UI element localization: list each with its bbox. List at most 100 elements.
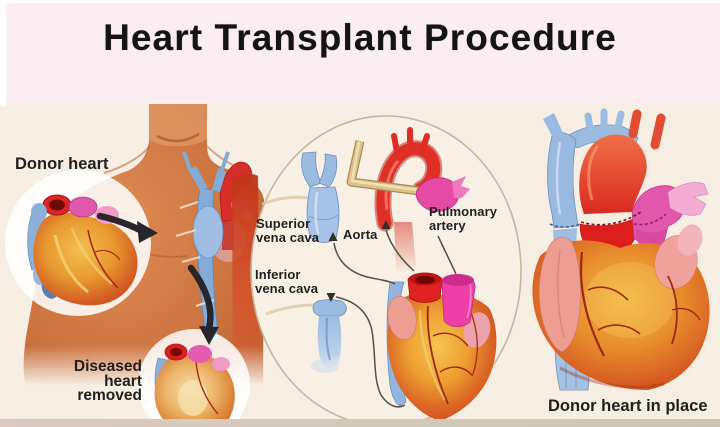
connector-aorta: [385, 229, 415, 272]
anchor-arrow-aorta: [381, 220, 391, 229]
svc-right-arm: [318, 153, 338, 188]
vein-stub: [584, 112, 594, 132]
arrow-chest-to-removed-head: [199, 326, 219, 345]
heart-pa-rim: [442, 274, 474, 286]
chest-vein-twig: [220, 151, 230, 171]
diseased-pulmonary-trunk: [188, 345, 212, 363]
diseased-pale-patch: [178, 380, 208, 416]
right-appendage-upper: [677, 224, 703, 256]
aorta-highlight: [587, 145, 600, 201]
svc-left-stub: [543, 113, 563, 136]
donor-pulmonary-trunk: [68, 196, 98, 218]
left-appendage-right: [538, 237, 581, 353]
fat-streak: [418, 309, 447, 401]
suture-line-aorta: [580, 211, 642, 226]
pa-below-suture: [636, 228, 668, 248]
left-edge-strip: [0, 0, 6, 106]
ivc-shade: [325, 317, 331, 361]
chest-vein-twig: [182, 151, 192, 171]
aorta-stub: [650, 113, 666, 150]
diseased-heart-figure: [138, 329, 250, 427]
pa-trunk: [415, 177, 460, 212]
heart-aorta-opening: [415, 276, 435, 284]
donor-heart-figure: [5, 170, 151, 316]
diseased-pulmonary-branch: [212, 357, 230, 371]
label-inferior-vena-cava: Inferior vena cava: [255, 267, 319, 296]
cannula-highlight: [350, 141, 419, 192]
neck-highlight: [149, 104, 207, 147]
chest-atrium-bulge: [192, 205, 224, 259]
title-banner: [0, 0, 720, 104]
arrow-chest-to-removed: [187, 264, 214, 332]
coronary-lad: [426, 305, 449, 405]
heart-pa-highlight: [466, 283, 472, 319]
connector-ivc: [335, 296, 406, 408]
open-chest-red-band: [232, 174, 260, 393]
connector-pa: [437, 235, 457, 275]
donor-vein-top: [31, 203, 47, 221]
aorta-descending-fade: [394, 222, 416, 274]
anchor-arrow-svc: [328, 232, 338, 241]
inferior-vena-cava-vessel: [311, 298, 347, 373]
pa-branch-tips: [452, 176, 470, 198]
top-edge-strip: [0, 0, 720, 3]
svc-highlight: [555, 141, 562, 215]
fat-streak: [70, 227, 113, 285]
coronary-artery: [87, 229, 119, 289]
aorta-stub: [628, 109, 642, 139]
label-superior-vena-cava: Superior vena cava: [256, 216, 320, 245]
connector-svc: [333, 242, 396, 285]
coronary-lad-right: [579, 251, 605, 357]
donor-aorta-opening: [49, 199, 65, 211]
procedure-arrows: [96, 212, 219, 345]
ivc-cap: [312, 298, 347, 317]
label-donor-heart-in-place: Donor heart in place: [548, 397, 708, 415]
aorta-body-right: [579, 134, 647, 214]
ivc-trunk: [317, 316, 342, 368]
anchor-arrow-ivc: [326, 293, 336, 302]
bottom-edge-band: [0, 419, 720, 427]
svc-highlight: [314, 191, 320, 235]
superior-vena-cava-vessel: [301, 151, 340, 243]
label-connectors: [333, 229, 457, 408]
donor-heart-detail: [386, 272, 497, 421]
coronary-branch: [432, 332, 469, 347]
collarbone-left: [103, 145, 151, 174]
label-anchor-arrows: [326, 220, 391, 302]
coronary-branch: [671, 307, 701, 321]
heart-body-highlight: [585, 262, 675, 338]
diseased-aorta-opening: [170, 348, 182, 356]
aorta-branch-stub: [391, 133, 400, 155]
coronary-branch: [94, 249, 121, 261]
suture-tie: [181, 255, 201, 264]
suture-line-pa: [633, 213, 667, 226]
suture-line-svc: [549, 223, 581, 228]
tissue-streak: [265, 303, 316, 316]
chin-shadow: [156, 132, 200, 143]
surgical-cannula: [346, 140, 421, 196]
pa-branch-tips-right: [667, 182, 709, 216]
pulmonary-artery-vessel: [415, 176, 470, 212]
coronary-artery: [195, 361, 219, 415]
label-pulmonary-artery: Pulmonary artery: [429, 204, 498, 233]
label-aorta: Aorta: [343, 227, 378, 242]
aorta-highlight: [384, 159, 400, 211]
arrow-donor-to-chest-head: [137, 221, 158, 243]
detail-circle-contents: [261, 127, 497, 421]
suture-tie: [179, 200, 199, 210]
chest-vein-branch-right: [212, 168, 226, 192]
chest-vein-branch-left: [188, 166, 208, 190]
svc-seam: [308, 214, 339, 221]
suture-tie: [175, 228, 197, 238]
chest-aorta-descending: [222, 220, 234, 250]
fat-streak: [53, 234, 89, 294]
appendage-fold: [556, 249, 565, 339]
coronary-branch: [597, 324, 641, 335]
page-title: Heart Transplant Procedure: [103, 17, 617, 58]
coronary-right: [469, 309, 478, 375]
apex-shade: [559, 366, 665, 389]
ivc-wash: [311, 359, 339, 373]
coronary-branch: [587, 286, 629, 301]
